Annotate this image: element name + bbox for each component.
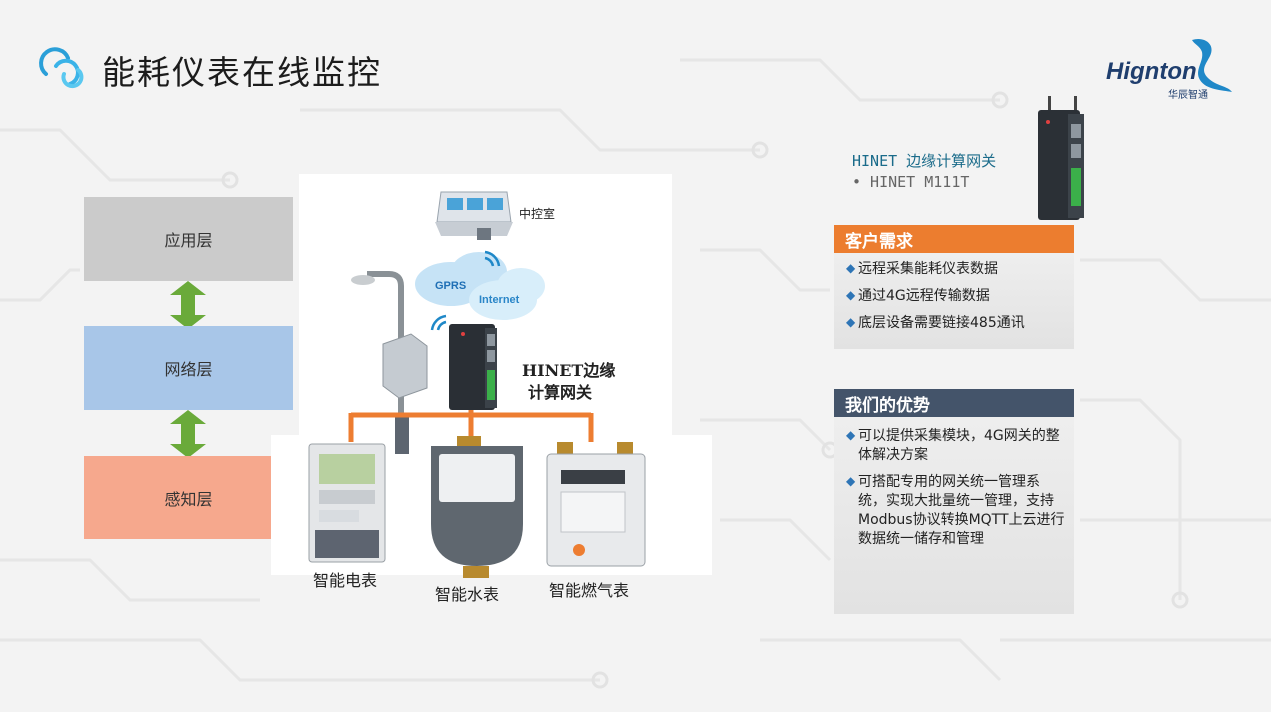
layer-label: 应用层: [164, 231, 213, 250]
layer-perception: 感知层: [84, 456, 293, 539]
double-arrow-icon: [170, 410, 206, 458]
control-room-label: 中控室: [519, 206, 555, 221]
list-item: ◆可搭配专用的网关统一管理系统，实现大批量统一管理，支持Modbus协议转换MQ…: [846, 474, 1065, 547]
bullet-icon: ◆: [846, 428, 856, 442]
cloud-icon: [415, 252, 545, 320]
bullet-icon: ◆: [846, 288, 856, 302]
bullet-icon: ◆: [846, 315, 856, 329]
network-diagram: 中控室 GPRS Internet HINET边缘 计算网关 智能电表 智能水表…: [308, 191, 646, 604]
bullet-icon: ◆: [846, 474, 856, 488]
connection-lines: [348, 410, 594, 442]
list-item: ◆底层设备需要链接485通讯: [846, 315, 1025, 331]
advantages-list: ◆可以提供采集模块，4G网关的整体解决方案 ◆可搭配专用的网关统一管理系统，实现…: [834, 417, 1074, 614]
layer-label: 感知层: [164, 489, 213, 509]
list-item: ◆通过4G远程传输数据: [846, 288, 990, 304]
needs-list: ◆远程采集能耗仪表数据 ◆通过4G远程传输数据 ◆底层设备需要链接485通讯: [834, 253, 1074, 349]
list-item: ◆远程采集能耗仪表数据: [846, 261, 998, 277]
meter-label-electricity: 智能电表: [313, 571, 377, 590]
meter-label-water: 智能水表: [435, 585, 499, 604]
water-meter-icon: [431, 436, 523, 578]
product-title: HINET 边缘计算网关: [852, 152, 997, 170]
bullet-icon: ◆: [846, 261, 856, 275]
cloud-internet-label: Internet: [479, 294, 520, 306]
layer-application: 应用层: [84, 197, 293, 281]
gateway-device-icon: [449, 324, 497, 410]
logo-icon: [39, 47, 84, 89]
advantages-heading: 我们的优势: [834, 389, 1074, 417]
needs-heading: 客户需求: [834, 225, 1074, 253]
gateway-product-icon: [1038, 96, 1084, 220]
gateway-label-line1: HINET边缘: [522, 361, 615, 380]
product-model: • HINET M111T: [852, 173, 970, 191]
gateway-label-line2: 计算网关: [528, 383, 592, 402]
list-item: ◆可以提供采集模块，4G网关的整体解决方案: [846, 428, 1060, 463]
brand-subtitle: 华辰智通: [1168, 90, 1208, 101]
electricity-meter-icon: [308, 443, 386, 563]
brand-swoosh-icon: [1192, 38, 1232, 92]
wifi-icon: [430, 250, 501, 331]
brand-logo: Hignton 华辰智通: [1104, 34, 1234, 101]
brand-name: Hignton: [1106, 58, 1197, 85]
layer-label: 网络层: [164, 360, 213, 379]
gas-meter-icon: [546, 442, 646, 567]
layer-network: 网络层: [84, 326, 293, 410]
double-arrow-icon: [170, 281, 206, 329]
control-room-icon: [435, 191, 513, 240]
meter-label-gas: 智能燃气表: [549, 581, 629, 600]
cloud-gprs-label: GPRS: [435, 280, 466, 292]
page-title: 能耗仪表在线监控: [102, 53, 382, 92]
